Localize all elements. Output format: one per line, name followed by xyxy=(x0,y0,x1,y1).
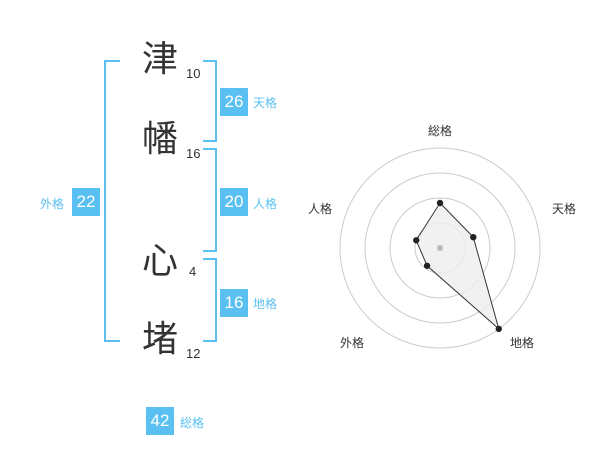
radar-point-5 xyxy=(413,237,420,244)
gaikaku-value: 22 xyxy=(72,188,100,216)
radar-ring xyxy=(389,197,491,299)
soukaku-label: 総格 xyxy=(180,416,205,430)
jinkaku-bracket xyxy=(203,148,217,252)
jinkaku-value: 20 xyxy=(220,188,248,216)
radar-ring xyxy=(364,172,516,324)
stroke-count-3: 4 xyxy=(189,264,197,279)
radar-point-2 xyxy=(470,233,477,241)
tenkaku-bracket xyxy=(203,60,217,142)
soukaku-value: 42 xyxy=(146,407,174,435)
name-char-1: 津 xyxy=(142,39,179,80)
radar-axis-label-3: 地格 xyxy=(510,336,535,350)
chikaku-bracket xyxy=(203,258,217,342)
stroke-count-2: 16 xyxy=(186,146,201,161)
jinkaku-label: 人格 xyxy=(253,197,278,211)
name-char-4: 堵 xyxy=(142,319,179,360)
radar-axis-label-1: 総格 xyxy=(428,124,453,138)
tenkaku-label: 天格 xyxy=(253,96,278,110)
radar-point-1 xyxy=(436,199,444,207)
name-char-3: 心 xyxy=(142,241,179,282)
radar-axis-label-2: 天格 xyxy=(552,202,577,216)
radar-point-3 xyxy=(495,325,502,333)
chikaku-label: 地格 xyxy=(253,297,278,311)
tenkaku-value: 26 xyxy=(220,88,248,116)
radar-point-4 xyxy=(423,262,431,269)
radar-ring xyxy=(339,147,541,349)
chikaku-value: 16 xyxy=(220,289,248,317)
gaikaku-bracket xyxy=(104,60,120,342)
name-char-2: 幡 xyxy=(142,119,179,160)
gaikaku-label: 外格 xyxy=(40,197,65,211)
radar-axis-label-5: 人格 xyxy=(308,202,333,216)
radar-axis-label-4: 外格 xyxy=(340,336,365,350)
stroke-count-4: 12 xyxy=(186,346,201,361)
stroke-count-1: 10 xyxy=(186,66,201,81)
radar-series-area xyxy=(415,202,500,331)
radar-center-dot xyxy=(437,245,443,251)
